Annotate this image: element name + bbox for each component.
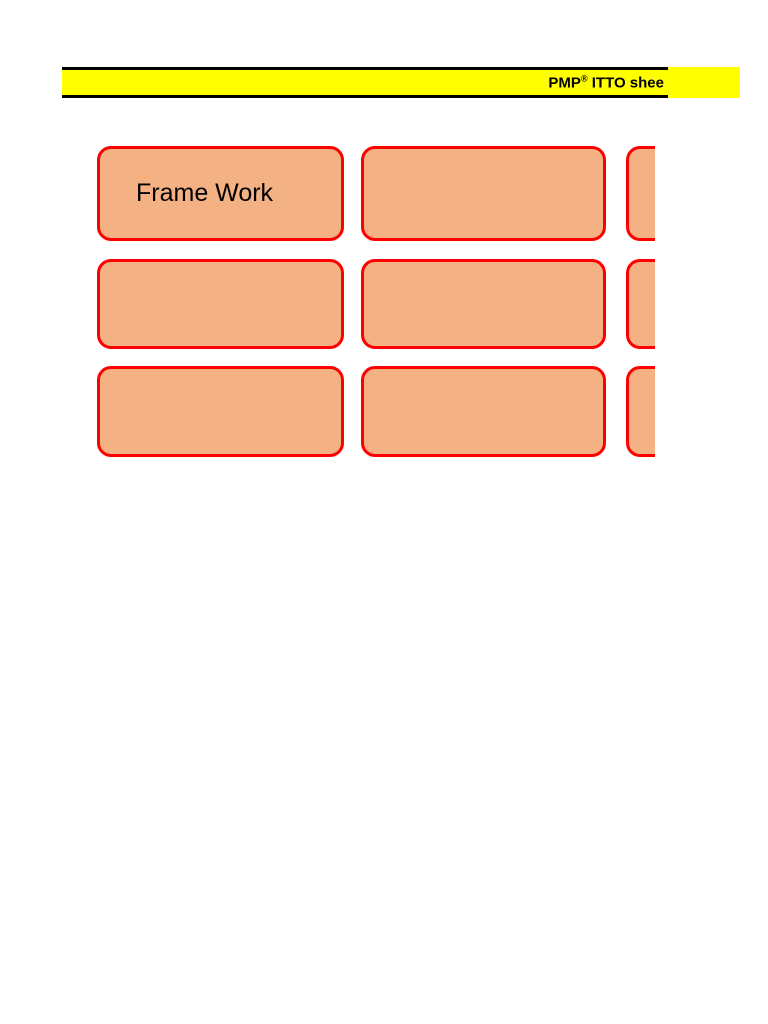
diagram-clip-region: Frame Work [97, 146, 655, 457]
framework-box-r1c2[interactable] [361, 146, 606, 241]
framework-box-r3c1[interactable] [97, 366, 344, 457]
banner-title-suffix: ITTO shee [587, 74, 664, 91]
framework-box-r3c2[interactable] [361, 366, 606, 457]
framework-box-r2c3[interactable] [626, 259, 655, 349]
framework-box-r2c1[interactable] [97, 259, 344, 349]
title-banner: PMP® ITTO shee [62, 67, 740, 98]
banner-title-prefix: PMP [548, 74, 581, 91]
framework-box-label: Frame Work [136, 178, 274, 207]
registered-trademark-icon: ® [580, 73, 588, 83]
banner-title-text: PMP® ITTO shee [548, 73, 664, 91]
framework-box-r1c1[interactable]: Frame Work [97, 146, 344, 241]
framework-box-r1c3[interactable] [626, 146, 655, 241]
framework-box-grid: Frame Work [97, 146, 655, 457]
framework-box-r3c3[interactable] [626, 366, 655, 457]
banner-cell: PMP® ITTO shee [62, 67, 668, 98]
framework-box-r2c2[interactable] [361, 259, 606, 349]
